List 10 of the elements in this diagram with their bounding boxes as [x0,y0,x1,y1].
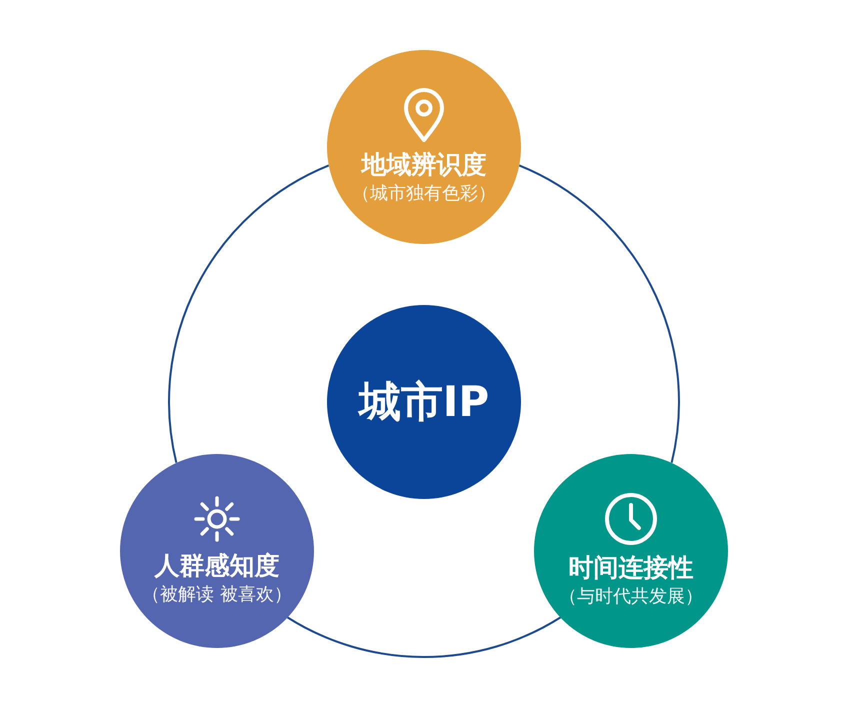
ring-line [168,164,330,463]
circle-heading: 人群感知度 [154,550,280,582]
ring-line [518,164,680,463]
circle-subtitle: （城市独有色彩） [352,182,496,206]
circle-heading: 地域辨识度 [362,149,486,181]
ring-line [286,616,562,658]
circle-subtitle: （与时代共发展） [559,584,704,609]
circle-subtitle: （被解读 被喜欢） [142,582,292,607]
circle-heading: 城市IP [358,376,490,428]
circle-heading: 时间连接性 [568,552,694,584]
